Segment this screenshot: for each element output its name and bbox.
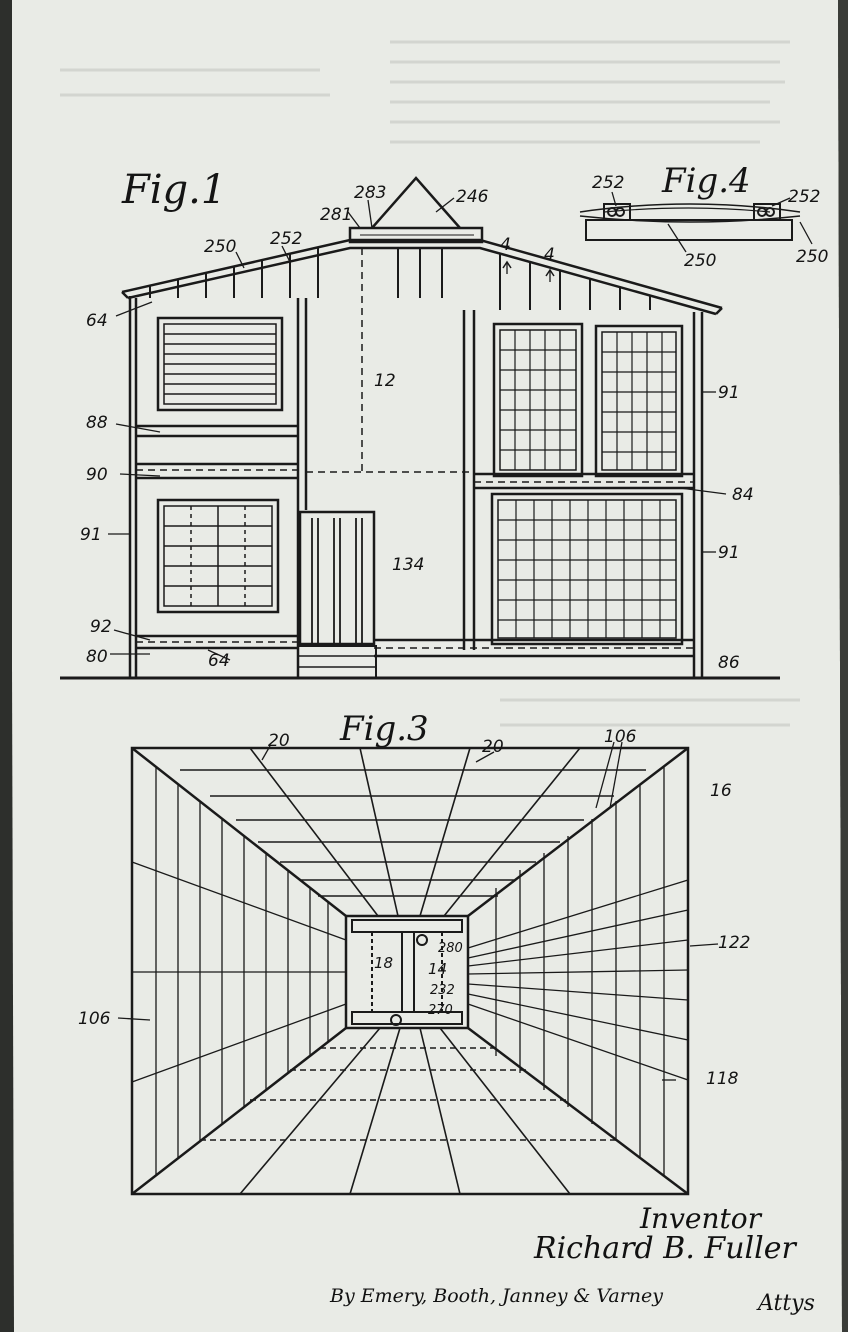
svg-text:80: 80 (86, 647, 108, 667)
figure-3-interior-perspective: Fig.3 (78, 709, 750, 1196)
svg-text:14: 14 (428, 960, 447, 978)
svg-text:250: 250 (796, 247, 828, 267)
svg-text:91: 91 (718, 543, 740, 563)
attys-abbrev: Attys (756, 1291, 815, 1316)
svg-text:12: 12 (374, 371, 396, 391)
svg-text:16: 16 (710, 781, 732, 801)
svg-text:283: 283 (354, 183, 386, 203)
window-upper-left (156, 316, 284, 412)
fig1-leaders (108, 197, 727, 661)
fig3-labels: 20 20 106 16 122 18 14 280 232 270 106 1… (78, 727, 750, 1089)
inventor-heading: Inventor (639, 1202, 763, 1235)
svg-text:106: 106 (604, 727, 637, 747)
fig1-labels: 283 246 281 252 250 4 4 64 12 91 88 90 8… (80, 183, 754, 673)
svg-text:250: 250 (204, 237, 236, 257)
svg-text:64: 64 (208, 651, 230, 671)
window-upper-right-b (594, 324, 684, 478)
figure-4-roof-detail: Fig.4 252 252 250 250 (579, 161, 828, 271)
svg-text:4: 4 (500, 235, 511, 255)
front-door (297, 510, 377, 679)
svg-text:106: 106 (78, 1009, 111, 1029)
roof-rafters (149, 248, 651, 310)
svg-text:118: 118 (706, 1069, 739, 1089)
svg-text:20: 20 (268, 731, 290, 751)
roof (121, 176, 723, 316)
right-wall-lines (467, 767, 689, 1176)
left-wall-studs (131, 767, 347, 1176)
window-lower-left (156, 498, 280, 614)
svg-text:134: 134 (392, 555, 424, 575)
window-lower-right (490, 492, 684, 646)
floor-lines (200, 1027, 620, 1195)
paper-sheet (10, 0, 842, 1332)
fig4-labels: 252 252 250 250 (592, 173, 828, 271)
svg-text:280: 280 (438, 941, 463, 956)
svg-text:91: 91 (80, 525, 102, 545)
section-arrows (502, 260, 555, 277)
svg-text:250: 250 (684, 251, 716, 271)
svg-text:252: 252 (592, 173, 624, 193)
svg-text:232: 232 (430, 983, 455, 998)
central-mast (351, 919, 463, 1026)
svg-text:270: 270 (428, 1003, 453, 1018)
svg-text:20: 20 (482, 737, 504, 757)
svg-text:4: 4 (544, 245, 555, 265)
inventor-name: Richard B. Fuller (533, 1231, 797, 1266)
svg-text:281: 281 (320, 205, 352, 225)
svg-text:86: 86 (718, 653, 740, 673)
hidden-lines (136, 248, 694, 649)
svg-text:88: 88 (86, 413, 108, 433)
svg-text:122: 122 (718, 933, 750, 953)
attorneys: By Emery, Booth, Janney & Varney (329, 1285, 663, 1307)
show-through-text (60, 40, 800, 727)
fig1-title: Fig.1 (121, 167, 226, 213)
svg-text:90: 90 (86, 465, 108, 485)
fig3-title: Fig.3 (339, 709, 429, 749)
fig3-leaders (117, 741, 719, 1081)
svg-text:91: 91 (718, 383, 740, 403)
fig4-leaders (611, 191, 813, 253)
fig4-panel (579, 203, 801, 241)
svg-text:18: 18 (374, 954, 393, 972)
svg-text:252: 252 (788, 187, 820, 207)
inventor-signature-block: Inventor Richard B. Fuller By Emery, Boo… (329, 1202, 815, 1316)
svg-text:64: 64 (86, 311, 108, 331)
house-walls (60, 296, 780, 680)
svg-text:252: 252 (270, 229, 302, 249)
svg-text:246: 246 (456, 187, 489, 207)
svg-text:84: 84 (732, 485, 754, 505)
figure-1-house-elevation: Fig.1 (60, 167, 780, 680)
svg-text:92: 92 (90, 617, 112, 637)
ceiling-lines (180, 747, 646, 917)
window-upper-right-a (492, 322, 584, 478)
fig4-title: Fig.4 (661, 161, 751, 201)
